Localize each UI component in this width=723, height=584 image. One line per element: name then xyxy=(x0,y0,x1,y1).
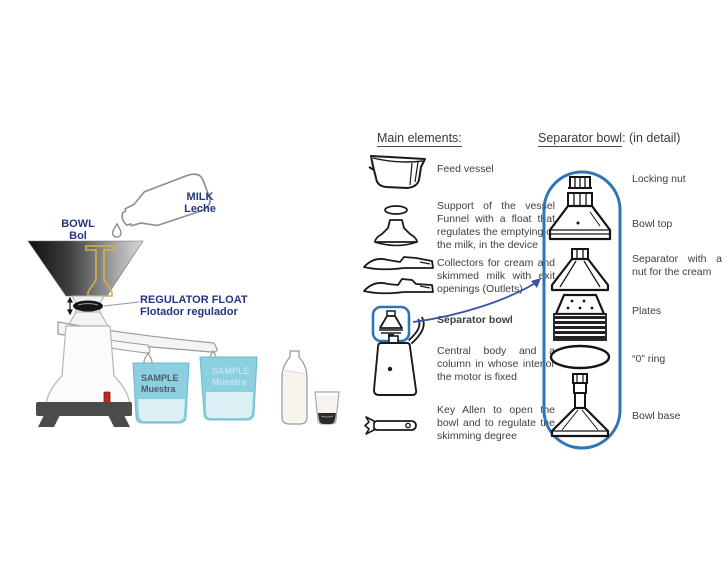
support-funnel-text: Support of the vessel Funnel with a floa… xyxy=(437,200,555,251)
allen-key-text: Key Allen to open the bowl and to regula… xyxy=(437,404,555,442)
central-body-icon xyxy=(373,316,425,396)
sample2-label-es: Muestra xyxy=(212,377,247,387)
separator-detail-heading-underlined: Separator bowl xyxy=(538,131,623,147)
main-elements-heading: Main elements: xyxy=(377,131,462,147)
level-arrow-icon xyxy=(67,296,73,316)
separator-detail-heading: Separator bowl: (in detail) xyxy=(538,131,681,147)
milk-label-en: MILK xyxy=(186,191,214,203)
regulator-pointer-line xyxy=(103,301,140,307)
allen-key-icon xyxy=(364,416,417,435)
separator-machine-illustration xyxy=(27,173,340,427)
sample1-label-en: SAMPLE xyxy=(141,373,179,383)
locking-nut-icon xyxy=(568,176,592,189)
bowl-top-icon xyxy=(548,192,612,241)
collectors-text: Collectors for cream and skimmed milk wi… xyxy=(437,257,555,295)
plates-icon xyxy=(553,293,607,341)
detail-arrow xyxy=(412,278,541,323)
milk-label-es: Leche xyxy=(184,203,216,215)
sample2-label: SAMPLE Muestra xyxy=(212,366,250,388)
regulator-float-label-es: Flotador regulador xyxy=(140,306,238,318)
power-switch xyxy=(103,391,111,404)
float-outline xyxy=(85,245,115,297)
milk-bottle xyxy=(281,350,308,425)
separator-detail-capsule xyxy=(542,170,622,450)
bowl-label: BOWL Bol xyxy=(38,218,118,242)
separator-detail-heading-rest: : (in detail) xyxy=(622,131,681,145)
collectors-icon xyxy=(363,256,434,295)
separator-bowl-text: Separator bowl xyxy=(437,314,513,326)
locking-nut-label: Locking nut xyxy=(632,173,686,185)
o-ring-label: “0” ring xyxy=(632,353,666,365)
neck-funnel xyxy=(67,311,109,327)
milk-glass xyxy=(314,391,340,425)
bowl-top-label: Bowl top xyxy=(632,218,673,230)
cream-separator-icon xyxy=(550,248,610,292)
sample-beaker-1 xyxy=(132,362,190,424)
sample1-label: SAMPLE Muestra xyxy=(141,373,179,395)
feed-vessel-text: Feed vessel xyxy=(437,163,494,175)
bowl-base-label: Bowl base xyxy=(632,410,681,422)
o-ring-icon xyxy=(549,344,611,370)
plates-label: Plates xyxy=(632,305,662,317)
regulator-float-label: REGULATOR FLOAT Flotador regulador xyxy=(140,294,300,318)
support-funnel-icon xyxy=(374,205,418,247)
milk-label: MILK Leche xyxy=(168,191,232,215)
regulator-float-label-en: REGULATOR FLOAT xyxy=(140,294,248,306)
machine-base xyxy=(36,402,132,427)
sample2-label-en: SAMPLE xyxy=(212,366,250,376)
milk-drop xyxy=(111,222,122,238)
capsule-frame xyxy=(542,170,622,450)
bowl-label-es: Bol xyxy=(69,230,87,242)
bowl-label-en: BOWL xyxy=(61,218,95,230)
sample-beaker-2 xyxy=(199,356,258,421)
feed-vessel-icon xyxy=(368,155,426,189)
tilted-milk-bottle xyxy=(121,173,211,227)
regulator-float-shape xyxy=(73,300,103,312)
float-highlight xyxy=(77,303,99,306)
main-elements-heading-text: Main elements: xyxy=(377,131,462,147)
cream-separator-label: Separator with a nut for the cream xyxy=(632,253,722,278)
central-body-text: Central body and a column in whose inter… xyxy=(437,345,555,383)
sample1-label-es: Muestra xyxy=(141,384,176,394)
bowl-base-icon xyxy=(550,373,610,438)
